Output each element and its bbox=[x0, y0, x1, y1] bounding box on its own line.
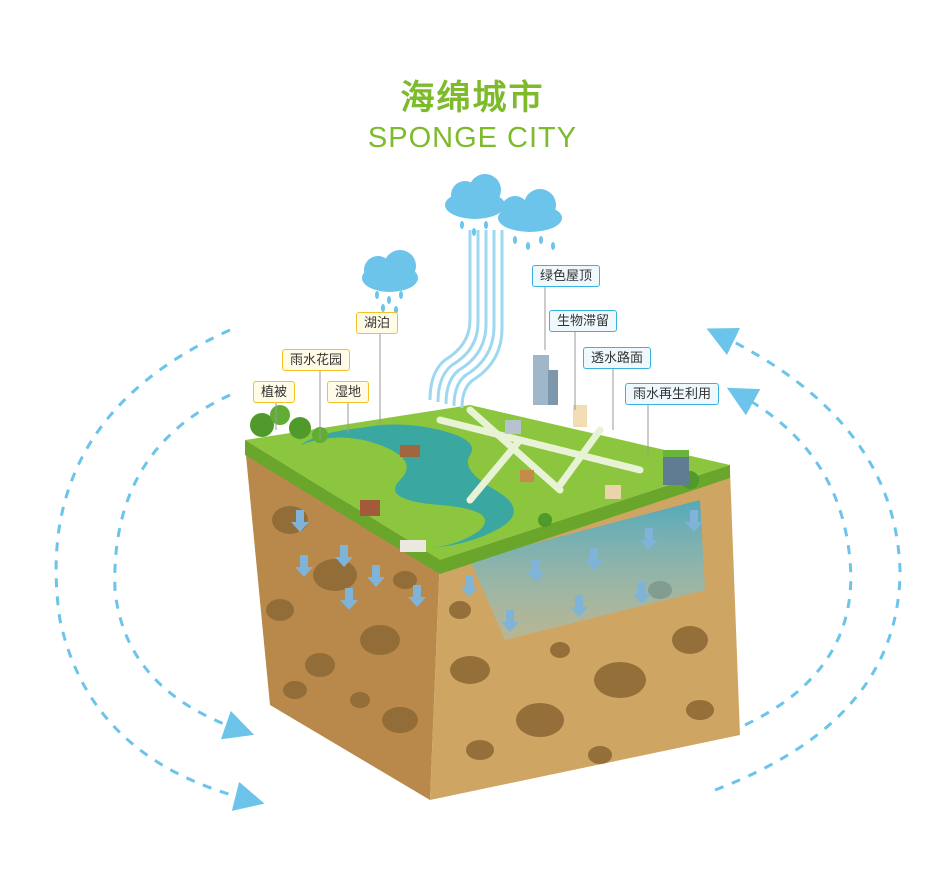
buildings bbox=[360, 355, 689, 552]
label-vegetation: 植被 bbox=[253, 381, 296, 403]
water-cycle-arrows bbox=[54, 328, 902, 811]
label-wetland: 湿地 bbox=[327, 381, 370, 403]
label-leaders bbox=[275, 286, 649, 455]
label-bioretention: 生物滞留 bbox=[549, 310, 618, 332]
label-lake: 湖泊 bbox=[356, 312, 399, 334]
roads bbox=[436, 406, 644, 504]
label-rain-garden: 雨水花园 bbox=[282, 349, 351, 371]
title-chinese: 海绵城市 bbox=[400, 78, 545, 118]
label-green-roof: 绿色屋顶 bbox=[532, 265, 601, 287]
arc-right-outer bbox=[706, 328, 902, 792]
arc-right-inner bbox=[726, 387, 853, 727]
rain-streams bbox=[428, 230, 504, 409]
title-english: SPONGE CITY bbox=[367, 122, 578, 154]
label-permeable-pavement: 透水路面 bbox=[583, 347, 652, 369]
trees bbox=[250, 405, 699, 527]
cloud-small bbox=[362, 250, 418, 314]
arc-left-inner bbox=[113, 393, 255, 740]
arc-left-outer bbox=[54, 328, 265, 811]
river bbox=[300, 424, 514, 548]
cloud-large-right bbox=[498, 189, 562, 250]
grass-edge bbox=[245, 440, 730, 574]
label-rainwater-reuse: 雨水再生利用 bbox=[625, 383, 720, 405]
infiltration-arrows bbox=[291, 510, 703, 632]
cloud-large-left bbox=[445, 174, 505, 236]
